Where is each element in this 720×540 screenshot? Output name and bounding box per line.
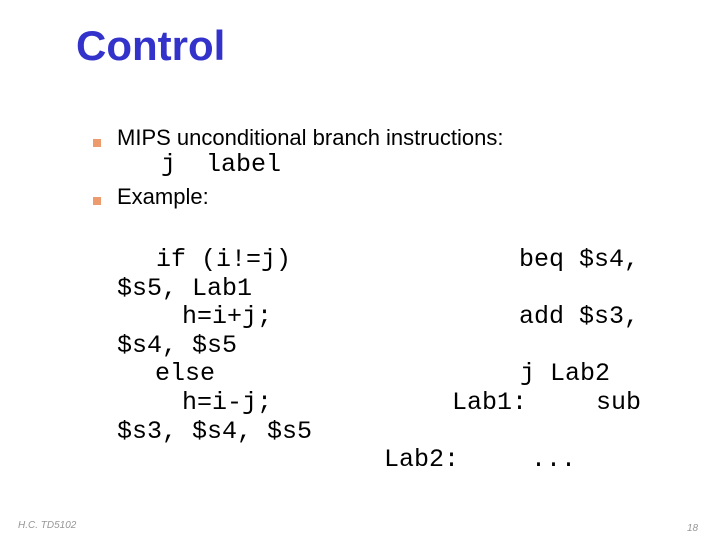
code-run: if (i!=j) [156, 245, 292, 274]
code-run: $s4, $s5 [117, 331, 238, 360]
code-run: else [155, 359, 216, 388]
code-run: ... [531, 445, 577, 474]
bullet-square-icon [93, 197, 101, 205]
code-label-lab2: Lab2: [384, 445, 460, 474]
slide-title: Control [76, 22, 226, 69]
bullet-square-icon [93, 139, 101, 147]
code-run: j Lab2 [520, 359, 611, 388]
page-number: 18 [687, 523, 699, 534]
code-run: h=i+j; [182, 302, 273, 331]
bullet-item-example: Example: [117, 184, 209, 209]
code-run: sub [596, 388, 642, 417]
code-run: beq $s4, [519, 245, 640, 274]
footer-author: H.C. TD5102 [18, 520, 77, 531]
code-run: $s5, Lab1 [117, 274, 253, 303]
code-run: $s3, $s4, $s5 [117, 417, 313, 446]
inline-code-j-label: j label [161, 150, 282, 179]
code-run: add $s3, [519, 302, 640, 331]
code-label-lab1: Lab1: [452, 388, 528, 417]
code-run: h=i-j; [182, 388, 273, 417]
bullet-item-mips-branch: MIPS unconditional branch instructions: [117, 125, 504, 150]
